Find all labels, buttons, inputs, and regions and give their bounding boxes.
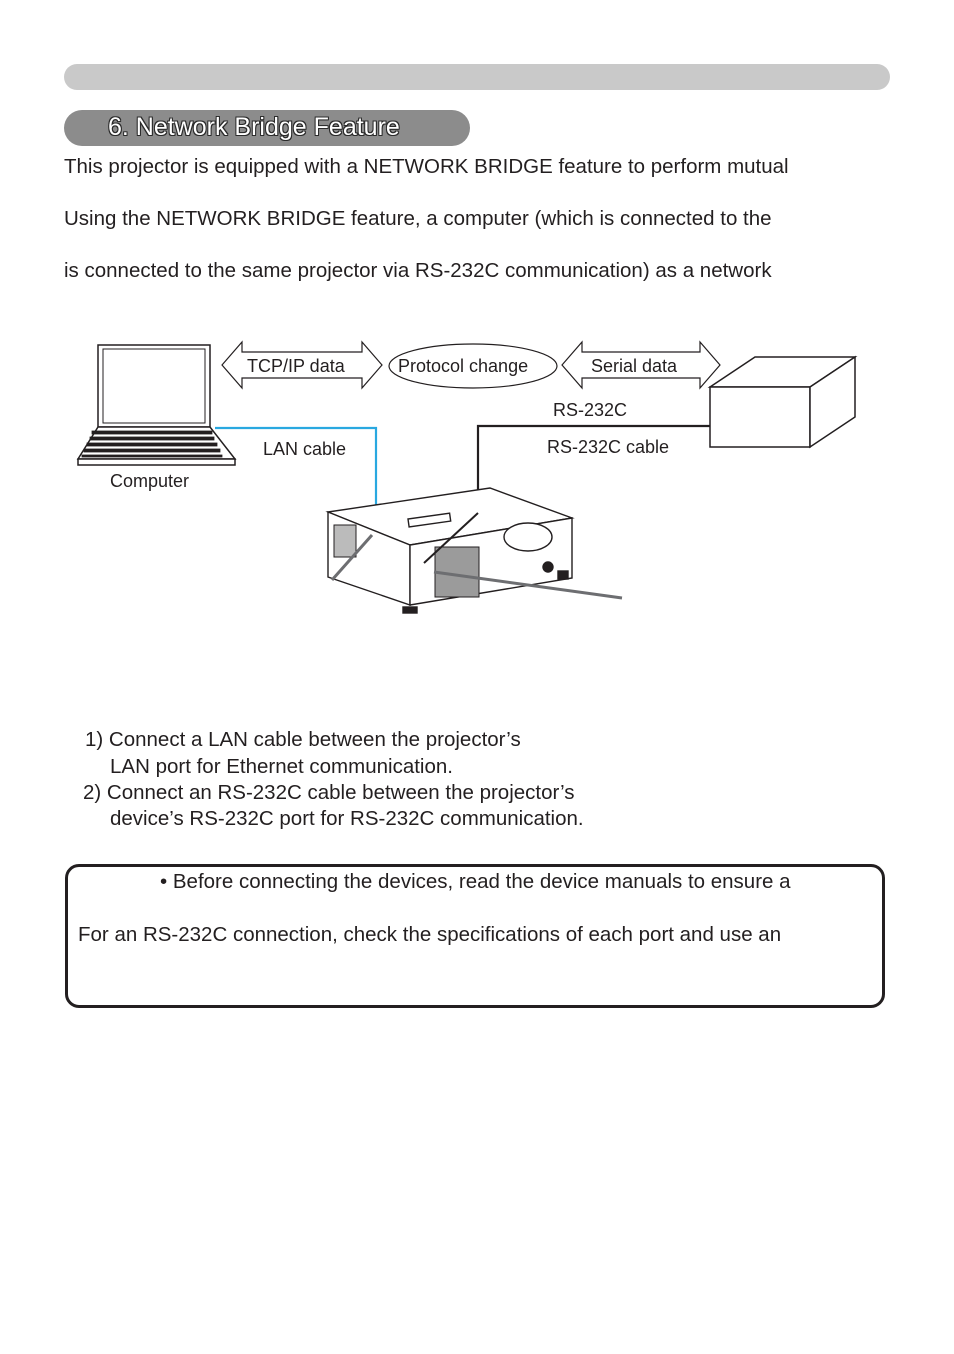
step-2-line-1: 2) Connect an RS-232C cable between the …	[83, 781, 575, 804]
rs232c-cable	[476, 424, 710, 510]
computer-illustration	[76, 344, 237, 466]
power-cord-line	[433, 570, 623, 600]
rs232c-cable-label: RS-232C cable	[547, 437, 670, 457]
section-tab	[64, 110, 470, 146]
protocol-change-ellipse	[388, 343, 558, 389]
projector-illustration	[325, 487, 575, 614]
step-1-line-2: LAN port for Ethernet communication.	[110, 755, 453, 778]
lan-plug-line	[330, 534, 374, 581]
intro-line-1: This projector is equipped with a NETWOR…	[64, 155, 789, 178]
computer-label: Computer	[110, 471, 190, 491]
tcpip-arrow	[221, 340, 383, 390]
header-bar	[64, 64, 890, 90]
protocol-change-label: Protocol change	[398, 356, 529, 376]
rs232c-device-illustration	[707, 355, 858, 449]
intro-line-3: is connected to the same projector via R…	[64, 259, 772, 282]
section-title: 6. Network Bridge Feature	[108, 113, 400, 141]
lan-cable-label: LAN cable	[263, 439, 347, 459]
lan-cable	[215, 426, 378, 533]
network-bridge-diagram	[76, 340, 858, 614]
step-1-line-1: 1) Connect a LAN cable between the proje…	[85, 728, 521, 751]
tcpip-label: TCP/IP data	[247, 356, 345, 376]
step-2-line-2: device’s RS-232C port for RS-232C commun…	[110, 807, 584, 830]
serial-data-label: Serial data	[591, 356, 678, 376]
serial-arrow	[561, 340, 721, 390]
rs232-plug-line	[423, 512, 479, 564]
rs232c-label: RS-232C	[553, 400, 628, 420]
intro-line-2: Using the NETWORK BRIDGE feature, a comp…	[64, 207, 772, 230]
note-box	[65, 864, 885, 1008]
note-line-2: For an RS-232C connection, check the spe…	[78, 923, 782, 946]
note-line-1: • Before connecting the devices, read th…	[160, 870, 791, 893]
